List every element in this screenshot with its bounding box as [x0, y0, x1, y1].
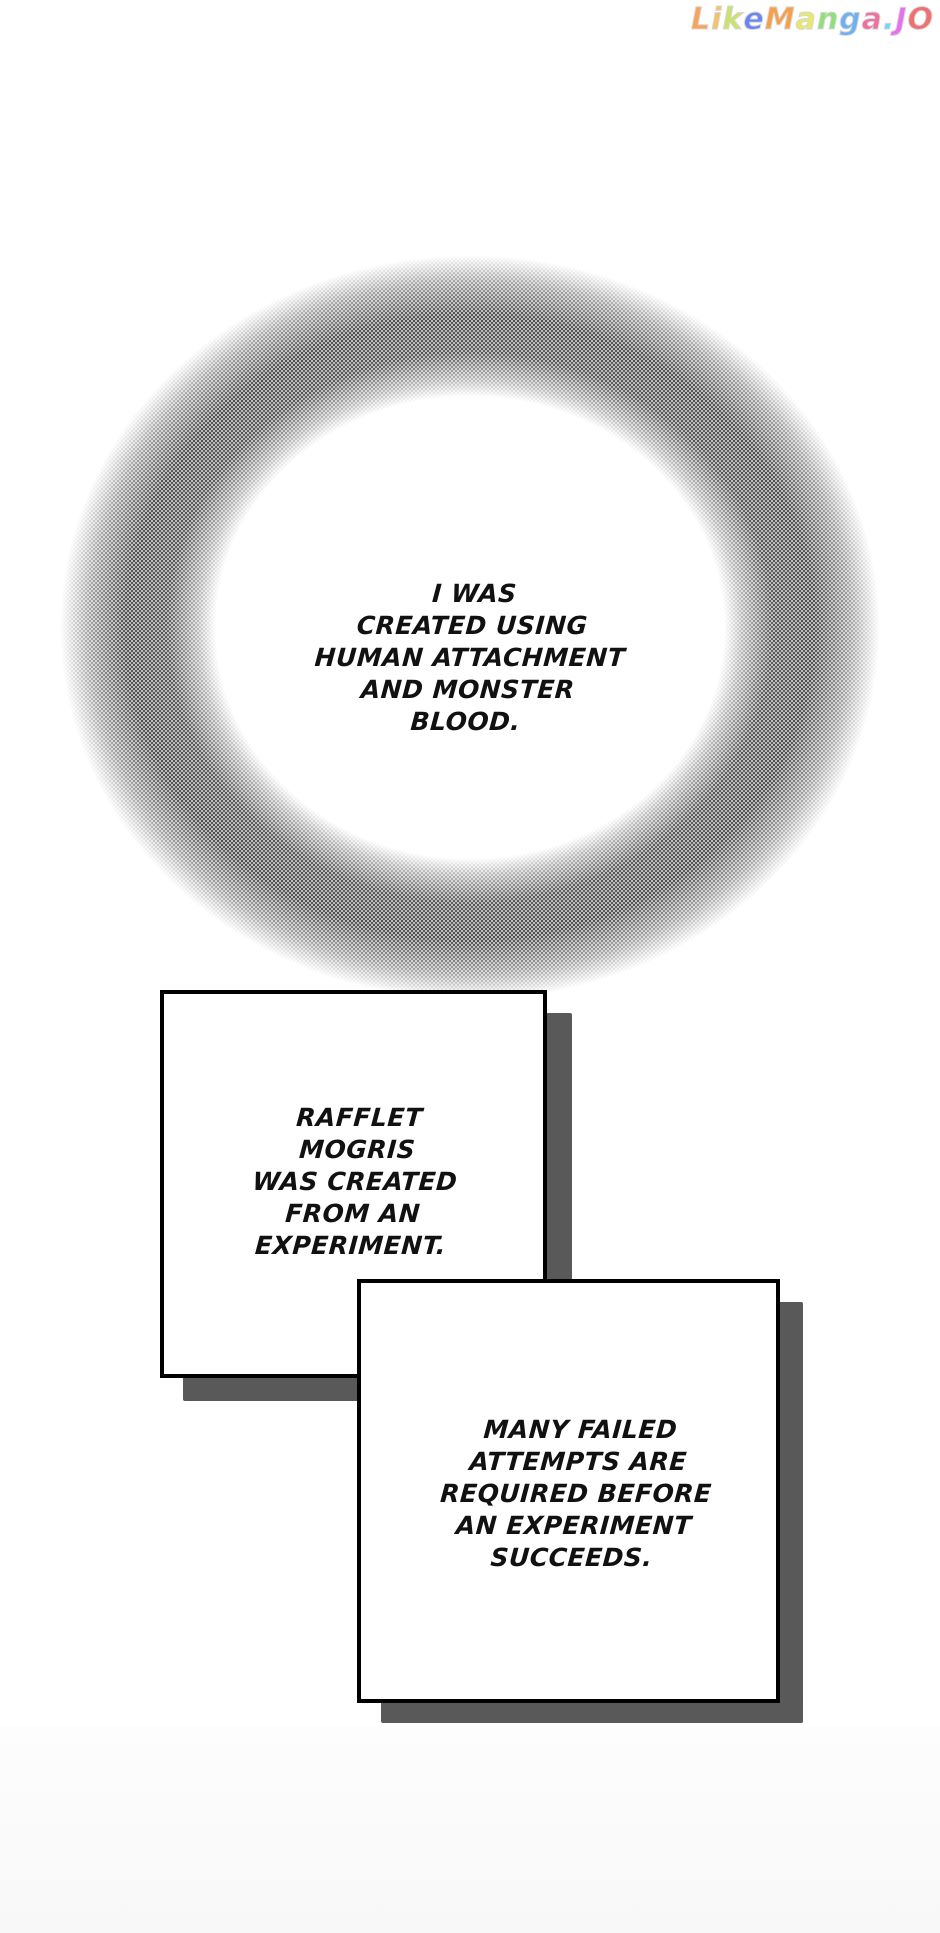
- box2-shadow-right: [778, 1302, 803, 1723]
- caption-line: I WAS: [431, 579, 518, 608]
- box2-caption: MANY FAILED ATTEMPTS ARE REQUIRED BEFORE…: [405, 1414, 746, 1574]
- box1-shadow-bottom: [183, 1376, 361, 1401]
- site-watermark: L i k e M a n g a . J O: [690, 1, 934, 37]
- watermark-letter: e: [743, 1, 765, 37]
- watermark-letter: M: [764, 1, 796, 37]
- caption-line: EXPERIMENT.: [254, 1231, 448, 1260]
- bottom-background: [0, 1726, 940, 1933]
- caption-line: AND MONSTER: [359, 675, 576, 704]
- watermark-letter: g: [839, 1, 862, 37]
- caption-line: RAFFLET: [295, 1103, 424, 1132]
- watermark-letter: J: [895, 1, 908, 37]
- box1-shadow-right: [546, 1013, 572, 1281]
- watermark-letter: O: [907, 1, 934, 37]
- caption-line: MANY FAILED: [482, 1415, 679, 1444]
- caption-line: HUMAN ATTACHMENT: [313, 643, 627, 672]
- caption-line: MOGRIS: [298, 1135, 417, 1164]
- caption-line: WAS CREATED: [251, 1167, 459, 1196]
- watermark-letter: a: [861, 1, 883, 37]
- caption-line: AN EXPERIMENT: [454, 1511, 693, 1540]
- watermark-letter: .: [882, 1, 896, 37]
- watermark-letter: i: [711, 1, 723, 37]
- caption-line: REQUIRED BEFORE: [439, 1479, 713, 1508]
- watermark-letter: k: [722, 1, 744, 37]
- caption-line: FROM AN: [284, 1199, 422, 1228]
- watermark-letter: L: [690, 1, 712, 37]
- box1-caption: RAFFLET MOGRIS WAS CREATED FROM AN EXPER…: [209, 1102, 500, 1262]
- watermark-letter: n: [816, 1, 840, 37]
- box2-shadow-bottom: [381, 1700, 803, 1723]
- ring-caption: I WAS CREATED USING HUMAN ATTACHMENT AND…: [264, 578, 675, 738]
- watermark-letter: a: [795, 1, 817, 37]
- caption-line: CREATED USING: [355, 611, 589, 640]
- caption-line: SUCCEEDS.: [489, 1543, 654, 1572]
- caption-line: BLOOD.: [409, 707, 522, 736]
- halftone-aura-ring: [60, 255, 880, 1000]
- narration-box-2: [357, 1279, 780, 1703]
- caption-line: ATTEMPTS ARE: [468, 1447, 688, 1476]
